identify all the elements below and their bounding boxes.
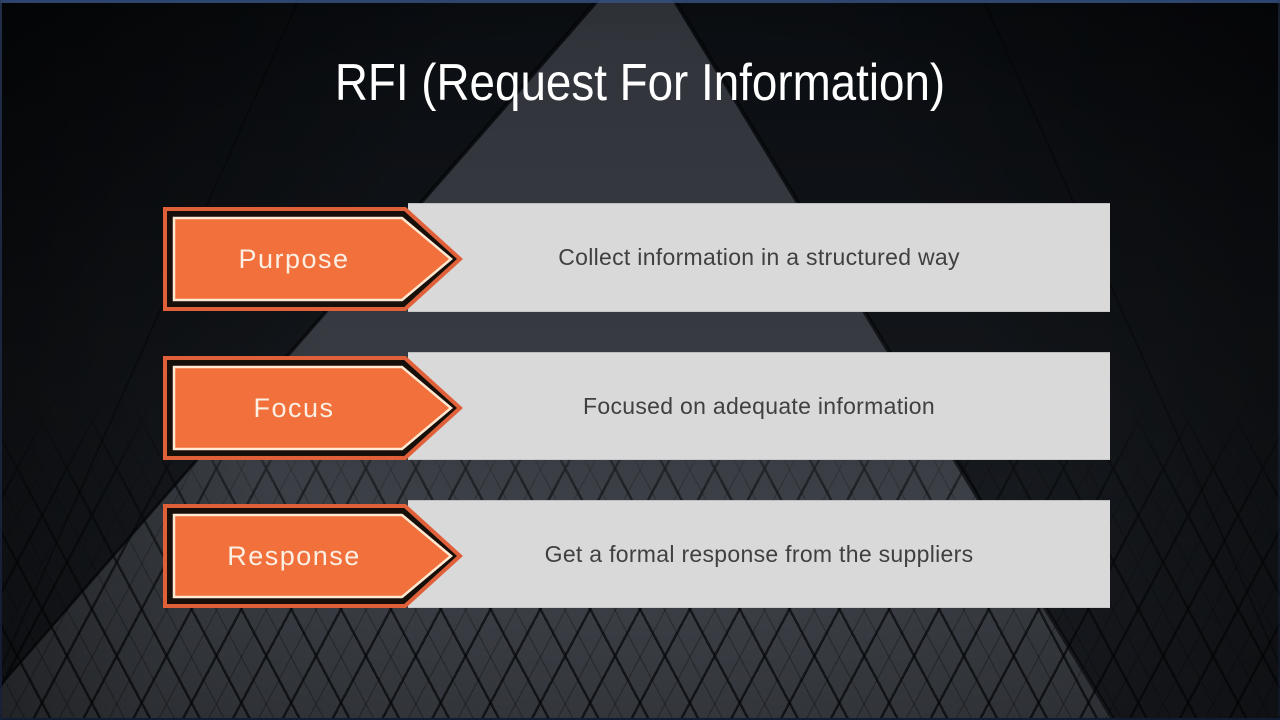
arrow-label: Response [227, 540, 361, 571]
arrow-label: Purpose [238, 243, 350, 274]
slide-top-edge-line [0, 0, 1280, 3]
description-bar: Collect information in a structured way [408, 203, 1110, 312]
rfi-row: Focused on adequate information Focus [0, 352, 1280, 460]
arrow-shape: Purpose [163, 207, 463, 311]
description-bar: Focused on adequate information [408, 352, 1110, 460]
slide-title: RFI (Request For Information) [334, 54, 946, 112]
description-text: Collect information in a structured way [558, 244, 960, 270]
description-text: Get a formal response from the suppliers [544, 540, 974, 567]
arrow-shape: Focus [163, 356, 463, 460]
arrow-label: Focus [253, 392, 335, 423]
description-bar: Get a formal response from the suppliers [408, 500, 1110, 608]
rfi-row: Get a formal response from the suppliers… [0, 500, 1280, 608]
rfi-row: Collect information in a structured way … [0, 203, 1280, 312]
description-text: Focused on adequate information [583, 392, 935, 419]
arrow-shape: Response [163, 504, 463, 608]
